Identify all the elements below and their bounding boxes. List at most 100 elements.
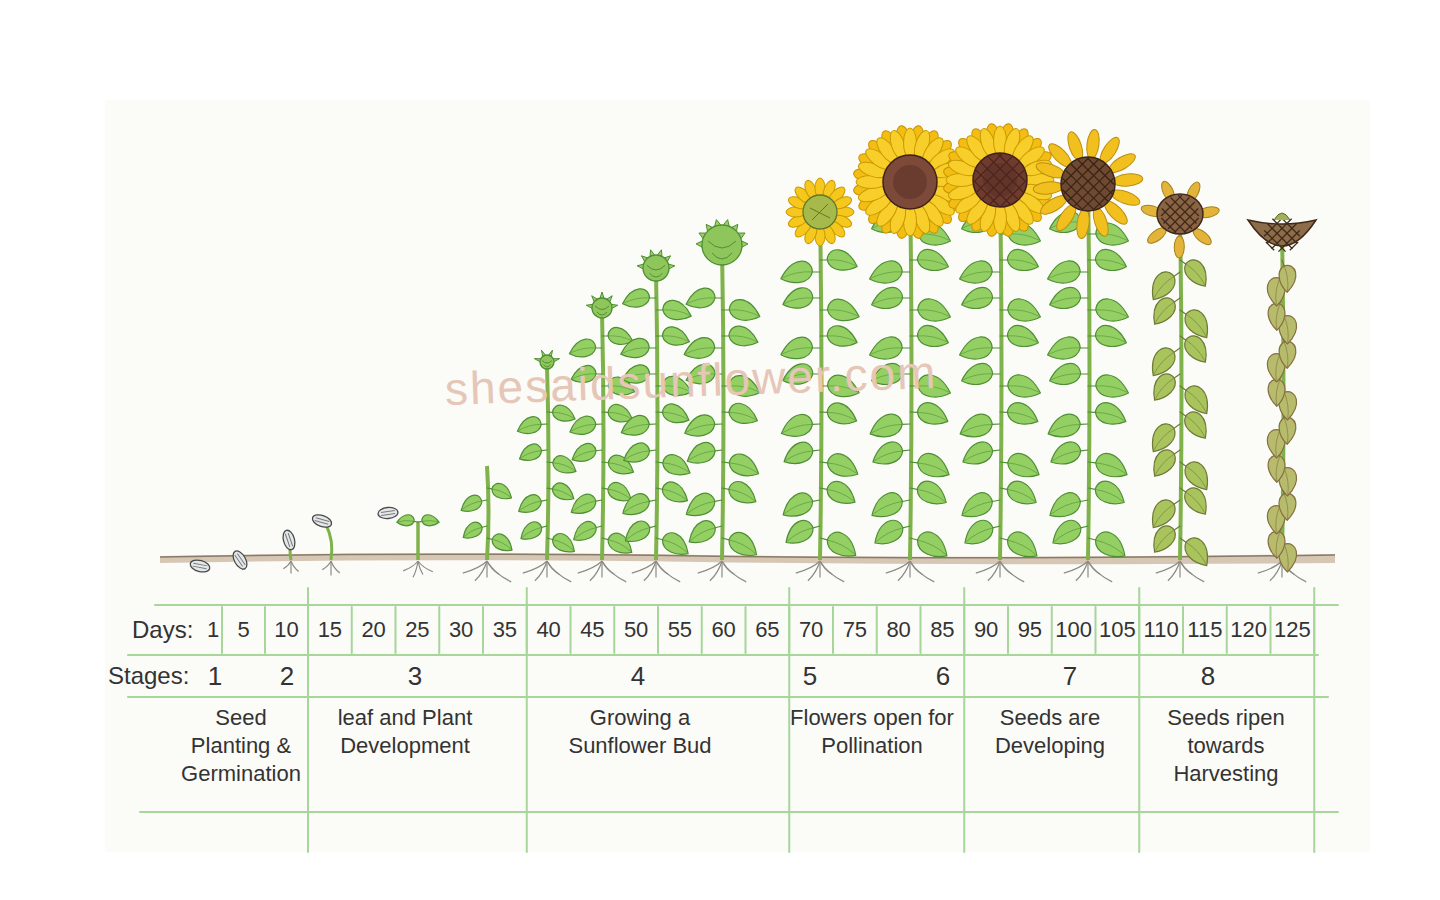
leaf <box>460 519 489 540</box>
leaf-blade <box>870 516 912 546</box>
petal <box>1033 181 1064 196</box>
root-line <box>546 561 547 578</box>
leaf-vein <box>918 309 949 316</box>
leaf-blade <box>1047 413 1088 437</box>
stage-description: Growing a Sunflower Bud <box>556 704 724 760</box>
leaf <box>871 440 912 466</box>
stage-description: Flowers open for Pollination <box>789 704 955 760</box>
leaf-blade <box>1174 530 1217 569</box>
root-line <box>988 561 1000 581</box>
bud-scale <box>810 204 830 220</box>
flower-bud <box>643 255 669 281</box>
leaf-vein <box>827 335 856 342</box>
root-line <box>1270 561 1282 581</box>
leaf-vein <box>571 347 596 353</box>
leaf <box>960 516 1002 546</box>
leaf <box>1000 298 1041 321</box>
root-line <box>632 561 656 573</box>
leaf <box>1049 440 1090 466</box>
stage-divider <box>526 588 528 852</box>
day-divider <box>657 607 659 653</box>
stage-divider <box>1313 588 1315 852</box>
leaf-blade <box>819 452 860 478</box>
leaf <box>685 517 725 545</box>
leaf-blade <box>685 440 723 464</box>
petal <box>1075 208 1091 239</box>
leaf <box>545 530 578 554</box>
leaf-vein <box>520 451 542 458</box>
leaf-blade <box>1085 528 1130 560</box>
leaf <box>1174 378 1217 417</box>
leaf-vein <box>689 528 717 541</box>
leaf-vein <box>961 424 992 432</box>
leaf-blade <box>1088 249 1127 271</box>
leaf-vein <box>727 540 757 554</box>
leaf-vein <box>1182 542 1209 564</box>
day-divider <box>832 607 834 653</box>
leaf-vein <box>1152 378 1178 399</box>
leaf-blade <box>1050 363 1089 385</box>
leaf-vein <box>916 489 946 501</box>
leaf <box>907 528 952 560</box>
leaf-vein <box>1150 352 1177 374</box>
leaf-blade <box>1087 451 1130 478</box>
day-divider <box>1182 607 1184 653</box>
leaf-blade <box>1143 340 1186 379</box>
leaf-blade <box>459 493 489 513</box>
leaf-vein <box>785 451 814 461</box>
watermark: shesaidsunflower.com <box>444 345 938 416</box>
root-line <box>331 561 340 573</box>
leaf-blade <box>869 413 910 437</box>
plant-stem <box>1180 218 1182 560</box>
leaf <box>1174 454 1217 493</box>
root-line <box>909 561 910 578</box>
leaf-vein <box>1095 412 1125 420</box>
leaf <box>622 288 656 307</box>
leaf-blade <box>602 327 633 345</box>
leaf <box>909 451 952 478</box>
leaf <box>654 479 690 503</box>
leaf <box>685 440 723 464</box>
day-number: 105 <box>1096 610 1138 650</box>
day-number: 65 <box>746 610 788 650</box>
leaf <box>818 478 858 505</box>
seed-hatch <box>1082 178 1113 209</box>
day-divider <box>351 607 353 653</box>
root-line <box>976 561 1000 573</box>
leaf <box>459 493 489 513</box>
seed-hatch <box>1161 218 1175 232</box>
leaf-vein <box>827 259 856 266</box>
grid-rule <box>140 811 1338 813</box>
leaf <box>869 413 910 437</box>
leaf-vein <box>625 528 651 540</box>
leaf-blade <box>910 325 949 347</box>
leaf-vein <box>1279 494 1293 519</box>
root-line <box>819 561 820 578</box>
root-line <box>578 561 602 573</box>
leaf <box>656 326 690 345</box>
leaf-blade <box>780 490 822 519</box>
leaf-vein <box>827 463 858 473</box>
seed-hatch <box>1272 224 1297 249</box>
day-divider <box>1051 607 1053 653</box>
leaf <box>1087 451 1130 478</box>
leaf-vein <box>461 501 483 510</box>
day-number: 45 <box>571 610 613 650</box>
leaf-vein <box>826 540 857 554</box>
leaf-blade <box>1143 264 1186 303</box>
leaf-blade <box>820 299 859 321</box>
day-number: 5 <box>223 610 265 650</box>
leaf-blade <box>1046 489 1090 519</box>
leaf <box>620 415 656 436</box>
leaf <box>961 440 1002 466</box>
leaf-vein <box>1007 412 1037 420</box>
leaf <box>820 325 857 346</box>
seed-hatch <box>1267 224 1292 249</box>
dried-seed-head <box>1248 220 1316 246</box>
leaf-vein <box>963 297 993 304</box>
leaf <box>518 519 549 542</box>
leaf <box>568 491 603 515</box>
leaf-vein <box>688 451 716 460</box>
leaf-blade <box>721 452 761 477</box>
